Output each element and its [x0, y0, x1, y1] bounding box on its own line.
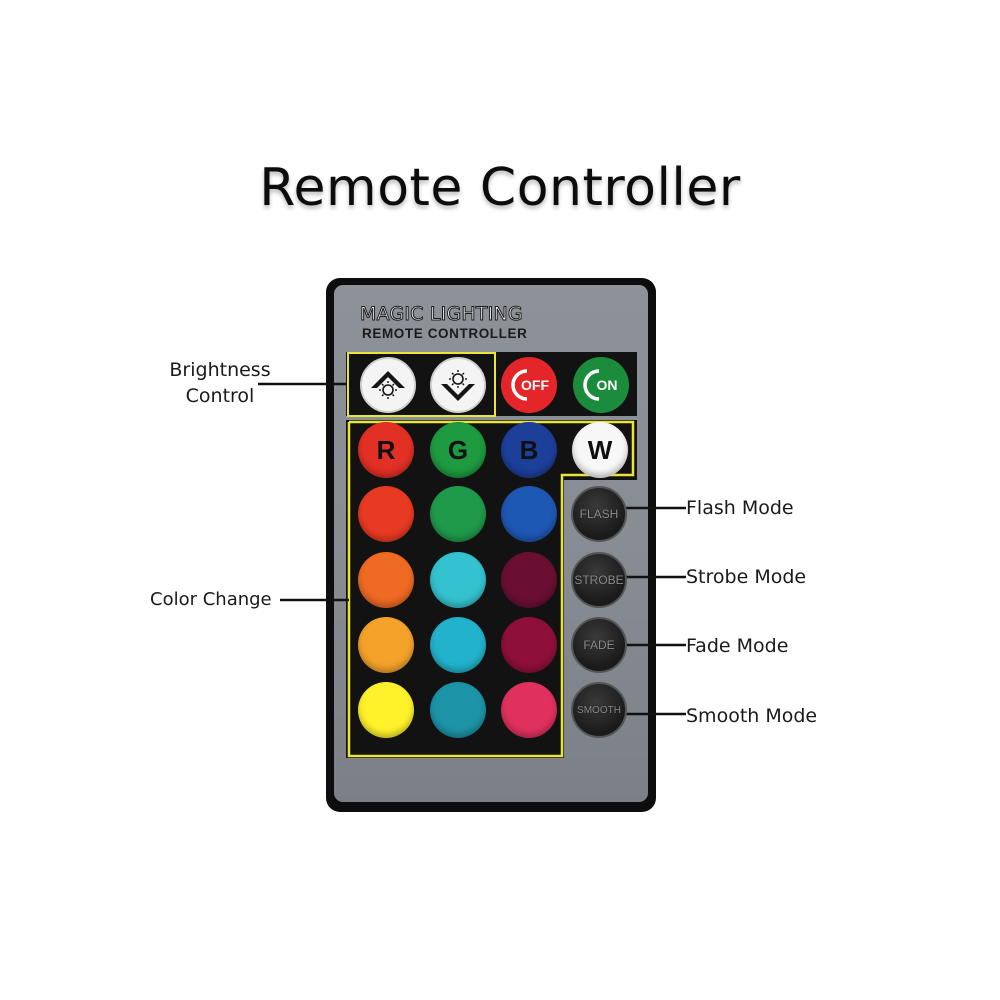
brand-name: MAGIC LIGHTING: [360, 303, 524, 326]
flash-mode-callout: Flash Mode: [686, 497, 794, 519]
page-title: Remote Controller: [259, 158, 741, 218]
color-button[interactable]: [430, 486, 486, 542]
brightness-up-icon: [371, 371, 405, 399]
white-button[interactable]: W: [572, 422, 628, 478]
flash-button[interactable]: FLASH: [571, 486, 627, 542]
strobe-mode-callout: Strobe Mode: [686, 566, 807, 588]
color-button[interactable]: [430, 617, 486, 673]
flash-label: FLASH: [579, 507, 619, 521]
fade-mode-callout: Fade Mode: [686, 635, 789, 657]
green-label: G: [447, 434, 469, 465]
fade-button[interactable]: FADE: [571, 617, 627, 673]
brightness-down-icon: [441, 370, 475, 401]
red-button[interactable]: R: [358, 422, 414, 478]
smooth-button[interactable]: SMOOTH: [571, 682, 627, 738]
color-button[interactable]: [501, 617, 557, 673]
green-button[interactable]: G: [430, 422, 486, 478]
on-label: ON: [596, 377, 618, 393]
brightness-up-button[interactable]: [360, 357, 416, 413]
power-on-icon: [583, 369, 600, 401]
power-on-button[interactable]: ON: [573, 357, 629, 413]
color-button[interactable]: [358, 552, 414, 608]
color-button[interactable]: [430, 682, 486, 738]
brightness-control-callout: Brightness Control: [169, 359, 271, 407]
blue-button[interactable]: B: [501, 422, 557, 478]
fade-label: FADE: [583, 638, 615, 652]
red-label: R: [376, 434, 396, 465]
color-button[interactable]: [358, 617, 414, 673]
strobe-button[interactable]: STROBE: [571, 552, 627, 608]
brand-subtitle: REMOTE CONTROLLER: [362, 326, 528, 341]
power-off-button[interactable]: OFF: [501, 357, 557, 413]
color-button[interactable]: [501, 552, 557, 608]
color-button[interactable]: [358, 486, 414, 542]
color-button[interactable]: [501, 486, 557, 542]
power-off-icon: [511, 369, 528, 401]
brightness-down-button[interactable]: [430, 357, 486, 413]
white-label: W: [587, 434, 613, 465]
color-button[interactable]: [430, 552, 486, 608]
off-label: OFF: [521, 377, 549, 393]
blue-label: B: [519, 434, 539, 465]
smooth-mode-callout: Smooth Mode: [686, 705, 818, 727]
brightness-highlight: [347, 352, 496, 417]
color-change-callout: Color Change: [150, 589, 272, 610]
smooth-label: SMOOTH: [577, 704, 621, 716]
color-button[interactable]: [358, 682, 414, 738]
strobe-label: STROBE: [574, 573, 624, 587]
color-button[interactable]: [501, 682, 557, 738]
